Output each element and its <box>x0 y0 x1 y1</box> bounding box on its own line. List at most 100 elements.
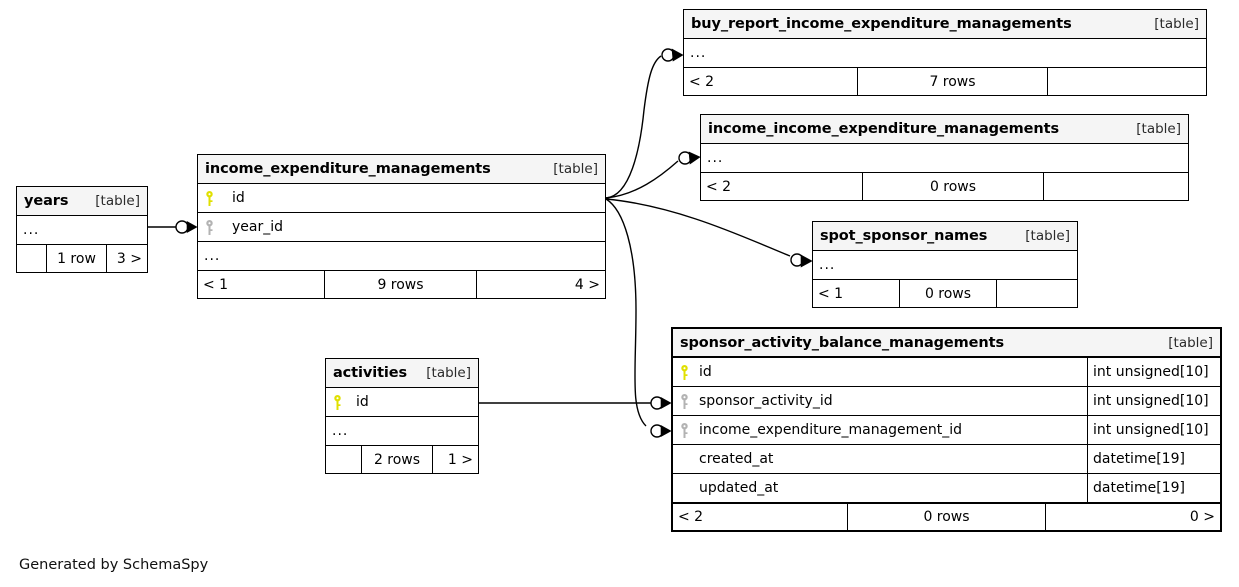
table-row-id[interactable]: id <box>198 184 605 213</box>
column-name: sponsor_activity_id <box>699 393 833 409</box>
ellipsis-label: ... <box>690 45 707 61</box>
footer-rows: 0 rows <box>848 504 1046 530</box>
footer-left: < 2 <box>684 68 858 95</box>
primary-key-icon <box>326 394 348 410</box>
table-tag: [table] <box>95 193 140 209</box>
table-sponsor-activity-balance-managements[interactable]: sponsor_activity_balance_managements [ta… <box>671 327 1222 532</box>
table-row-income-expenditure-management-id[interactable]: income_expenditure_management_id int uns… <box>673 416 1220 445</box>
footer-right <box>1044 173 1188 200</box>
column-name: id <box>699 364 712 380</box>
column-name: year_id <box>232 219 284 235</box>
table-header-spot-sponsor-names: spot_sponsor_names [table] <box>813 222 1077 251</box>
table-row-id[interactable]: id int unsigned[10] <box>673 358 1220 387</box>
table-row-ellipsis: ... <box>17 216 147 245</box>
table-row-ellipsis: ... <box>701 144 1188 173</box>
column-name: created_at <box>699 451 774 467</box>
table-buy-report-income-expenditure-managements[interactable]: buy_report_income_expenditure_management… <box>683 9 1207 96</box>
column-name: id <box>356 394 369 410</box>
table-name: years <box>24 193 69 209</box>
ellipsis-label: ... <box>204 248 221 264</box>
table-tag: [table] <box>1025 228 1070 244</box>
footer-rows: 7 rows <box>858 68 1048 95</box>
table-row-ellipsis: ... <box>684 39 1206 68</box>
footer-rows: 1 row <box>47 245 107 272</box>
footer-left: < 2 <box>701 173 863 200</box>
table-footer-spot-sponsor-names: < 1 0 rows <box>813 280 1077 307</box>
column-type: datetime[19] <box>1087 474 1220 502</box>
table-income-expenditure-managements[interactable]: income_expenditure_managements [table] i… <box>197 154 606 299</box>
primary-key-icon <box>673 364 695 380</box>
column-type: int unsigned[10] <box>1087 358 1220 386</box>
table-footer-activities: 2 rows 1 > <box>326 446 478 473</box>
table-years[interactable]: years [table] ... 1 row 3 > <box>16 186 148 273</box>
table-header-activities: activities [table] <box>326 359 478 388</box>
table-tag: [table] <box>553 161 598 177</box>
table-row-ellipsis: ... <box>813 251 1077 280</box>
footer-left: < 1 <box>813 280 900 307</box>
table-header-sponsor-activity-balance: sponsor_activity_balance_managements [ta… <box>673 329 1220 358</box>
table-header-income-expenditure-managements: income_expenditure_managements [table] <box>198 155 605 184</box>
column-type: int unsigned[10] <box>1087 416 1220 444</box>
column-name: id <box>232 190 245 206</box>
table-row-updated-at[interactable]: updated_at datetime[19] <box>673 474 1220 503</box>
edge-iem-to-income-income <box>605 151 701 199</box>
edge-iem-to-buy-report <box>605 48 684 199</box>
column-type: datetime[19] <box>1087 445 1220 473</box>
edge-years-to-income-expenditure-managements <box>132 220 198 234</box>
ellipsis-label: ... <box>332 423 349 439</box>
column-name: income_expenditure_management_id <box>699 422 963 438</box>
table-header-years: years [table] <box>17 187 147 216</box>
footer-rows: 9 rows <box>325 271 477 298</box>
table-name: activities <box>333 365 408 381</box>
table-name: income_income_expenditure_managements <box>708 121 1059 137</box>
footer-left <box>17 245 47 272</box>
footer-left <box>326 446 362 473</box>
table-row-ellipsis: ... <box>198 242 605 271</box>
table-activities[interactable]: activities [table] id ... 2 rows 1 > <box>325 358 479 474</box>
table-footer-years: 1 row 3 > <box>17 245 147 272</box>
edge-activities-to-sponsor-activity-balance <box>479 396 672 410</box>
table-tag: [table] <box>1136 121 1181 137</box>
column-name: updated_at <box>699 480 779 496</box>
table-footer-income-expenditure-managements: < 1 9 rows 4 > <box>198 271 605 298</box>
footer-right: 4 > <box>574 276 600 293</box>
foreign-key-icon <box>198 219 220 235</box>
table-spot-sponsor-names[interactable]: spot_sponsor_names [table] ... < 1 0 row… <box>812 221 1078 308</box>
footer-left: < 1 <box>198 271 325 298</box>
footer-left: < 2 <box>673 504 848 530</box>
column-type: int unsigned[10] <box>1087 387 1220 415</box>
generated-by-label: Generated by SchemaSpy <box>19 557 209 573</box>
table-footer-buy-report: < 2 7 rows <box>684 68 1206 95</box>
edge-iem-to-spot-sponsor-names <box>605 198 813 268</box>
footer-rows: 0 rows <box>900 280 997 307</box>
foreign-key-icon <box>673 422 695 438</box>
table-name: income_expenditure_managements <box>205 161 491 177</box>
table-row-id[interactable]: id <box>326 388 478 417</box>
foreign-key-icon <box>673 393 695 409</box>
edge-iem-to-sponsor-activity-balance <box>605 198 672 438</box>
table-tag: [table] <box>426 365 471 381</box>
table-row-ellipsis: ... <box>326 417 478 446</box>
table-footer-sponsor-activity-balance: < 2 0 rows 0 > <box>673 503 1220 530</box>
table-name: sponsor_activity_balance_managements <box>680 334 1004 351</box>
table-row-created-at[interactable]: created_at datetime[19] <box>673 445 1220 474</box>
ellipsis-label: ... <box>707 150 724 166</box>
table-header-buy-report: buy_report_income_expenditure_management… <box>684 10 1206 39</box>
footer-right <box>1048 68 1206 95</box>
footer-right <box>997 280 1077 307</box>
table-footer-income-income: < 2 0 rows <box>701 173 1188 200</box>
ellipsis-label: ... <box>23 222 40 238</box>
table-row-sponsor-activity-id[interactable]: sponsor_activity_id int unsigned[10] <box>673 387 1220 416</box>
primary-key-icon <box>198 190 220 206</box>
table-tag: [table] <box>1168 334 1213 351</box>
footer-right: 0 > <box>1189 509 1215 525</box>
table-income-income-expenditure-managements[interactable]: income_income_expenditure_managements [t… <box>700 114 1189 201</box>
footer-right: 1 > <box>447 451 473 468</box>
table-tag: [table] <box>1154 16 1199 32</box>
table-header-income-income: income_income_expenditure_managements [t… <box>701 115 1188 144</box>
table-row-year-id[interactable]: year_id <box>198 213 605 242</box>
table-name: spot_sponsor_names <box>820 228 988 244</box>
footer-rows: 0 rows <box>863 173 1044 200</box>
